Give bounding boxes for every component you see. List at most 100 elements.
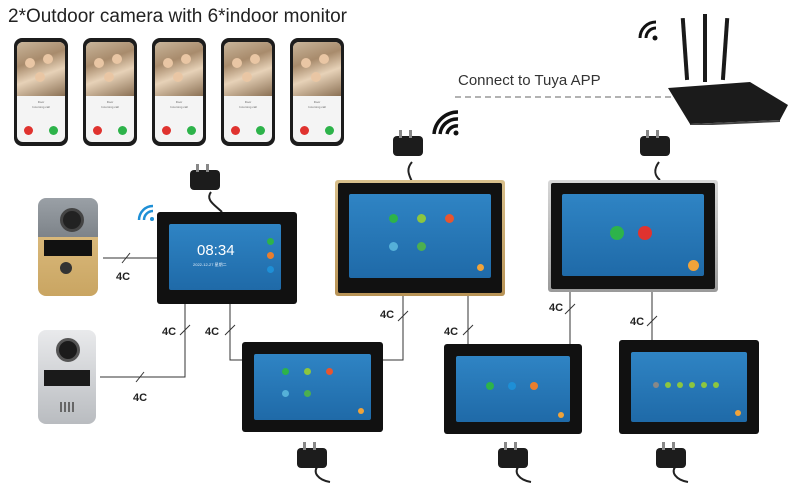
answer-icon[interactable] (256, 126, 265, 135)
adapter-cable (208, 191, 223, 213)
wire-label: 4C (630, 316, 645, 328)
back-icon[interactable] (358, 408, 364, 414)
phone-app-screen: Door Incoming call (152, 38, 206, 146)
decline-icon[interactable] (231, 126, 240, 135)
call-icon[interactable] (486, 382, 494, 390)
list-app-icon[interactable] (304, 390, 311, 397)
phone-app-screen: Door Incoming call (83, 38, 137, 146)
caller-label: Door (106, 100, 114, 104)
decline-icon[interactable] (93, 126, 102, 135)
hangup-icon[interactable] (638, 226, 652, 240)
speaker-grille-icon (60, 402, 74, 412)
indoor-monitor-menu-gold (335, 180, 505, 296)
caller-label: Door (37, 100, 45, 104)
wire-mark (179, 324, 191, 336)
wire-mark (224, 324, 236, 336)
wire-label: 4C (380, 309, 395, 321)
caller-label: Door (175, 100, 183, 104)
camera-lens-icon (60, 208, 84, 232)
router-icon (638, 14, 788, 125)
adapter-cable (407, 161, 413, 183)
back-icon[interactable] (735, 410, 741, 416)
wire-mark (462, 324, 474, 336)
broadcast-icon[interactable] (530, 382, 538, 390)
answer-icon[interactable] (325, 126, 334, 135)
monitor-app-icon[interactable] (389, 214, 398, 223)
power-adapter-icon (393, 130, 423, 156)
monitor-screen (562, 194, 704, 276)
photo-app-icon[interactable] (445, 214, 454, 223)
outdoor-camera-gold (38, 198, 98, 296)
wire-mark (121, 252, 131, 264)
indoor-monitor-clock: 08:34 2022-12-27 星期二 (157, 212, 297, 304)
indoor-monitor-intercom (444, 344, 582, 434)
wire-label: 4C (444, 326, 459, 338)
settings-app-icon[interactable] (389, 242, 398, 251)
wire-mark (564, 303, 576, 315)
caller-label: Door (313, 100, 321, 104)
doorbell-button-icon (60, 262, 72, 274)
back-icon[interactable] (688, 260, 699, 271)
wire-label: 4C (162, 326, 177, 338)
message-icon[interactable] (508, 382, 516, 390)
wire-monitor1-monitor4 (229, 304, 242, 361)
wire-label: 4C (205, 326, 220, 338)
back-icon[interactable] (477, 264, 484, 271)
outdoor-camera-silver (38, 330, 96, 424)
monitor-screen (349, 194, 491, 278)
indoor-monitor-menu (242, 342, 383, 432)
message-icon[interactable] (267, 266, 274, 273)
power-adapter-icon (640, 130, 670, 156)
device-status-icon (713, 382, 719, 388)
power-adapter-icon (656, 442, 686, 468)
wire-monitor4-monitor2 (383, 296, 404, 361)
indoor-monitor-call-silver (548, 180, 718, 292)
bell-icon[interactable] (267, 252, 274, 259)
phone-app-screen: Door Incoming call (221, 38, 275, 146)
phone-icon[interactable] (267, 238, 274, 245)
call-status: Incoming call (170, 105, 188, 109)
decline-icon[interactable] (162, 126, 171, 135)
settings-app-icon[interactable] (282, 390, 289, 397)
nametag-panel (44, 370, 90, 386)
wire-label: 4C (116, 271, 131, 283)
wire-label: 4C (133, 392, 148, 404)
device-status-icon (665, 382, 671, 388)
monitor-screen (456, 356, 570, 422)
back-icon[interactable] (558, 412, 564, 418)
intercom-app-icon[interactable] (304, 368, 311, 375)
call-status: Incoming call (308, 105, 326, 109)
intercom-app-icon[interactable] (417, 214, 426, 223)
monitor-screen (631, 352, 747, 422)
nametag-panel (44, 240, 92, 256)
photo-app-icon[interactable] (326, 368, 333, 375)
monitor-app-icon[interactable] (282, 368, 289, 375)
answer-icon[interactable] (118, 126, 127, 135)
answer-icon[interactable] (49, 126, 58, 135)
decline-icon[interactable] (300, 126, 309, 135)
device-status-icon (689, 382, 695, 388)
decline-icon[interactable] (24, 126, 33, 135)
device-status-icon (677, 382, 683, 388)
caller-label: Door (244, 100, 252, 104)
monitor-screen (254, 354, 371, 420)
call-status: Incoming call (32, 105, 50, 109)
power-adapter-icon (297, 442, 327, 468)
answer-icon[interactable] (187, 126, 196, 135)
phone-app-screen: Door Incoming call (290, 38, 344, 146)
power-adapter-icon (190, 164, 220, 190)
device-status-icon (653, 382, 659, 388)
call-status: Incoming call (239, 105, 257, 109)
wire-label: 4C (549, 302, 564, 314)
list-app-icon[interactable] (417, 242, 426, 251)
wire-camera2-monitor1 (100, 304, 186, 378)
camera-lens-icon (56, 338, 80, 362)
clock-date: 2022-12-27 星期二 (193, 262, 227, 267)
adapter-cable (654, 161, 661, 181)
wire-mark (135, 371, 145, 383)
power-adapter-icon (498, 442, 528, 468)
monitor-screen: 08:34 2022-12-27 星期二 (169, 224, 281, 290)
answer-icon[interactable] (610, 226, 624, 240)
router-label: Connect to Tuya APP (458, 72, 601, 89)
